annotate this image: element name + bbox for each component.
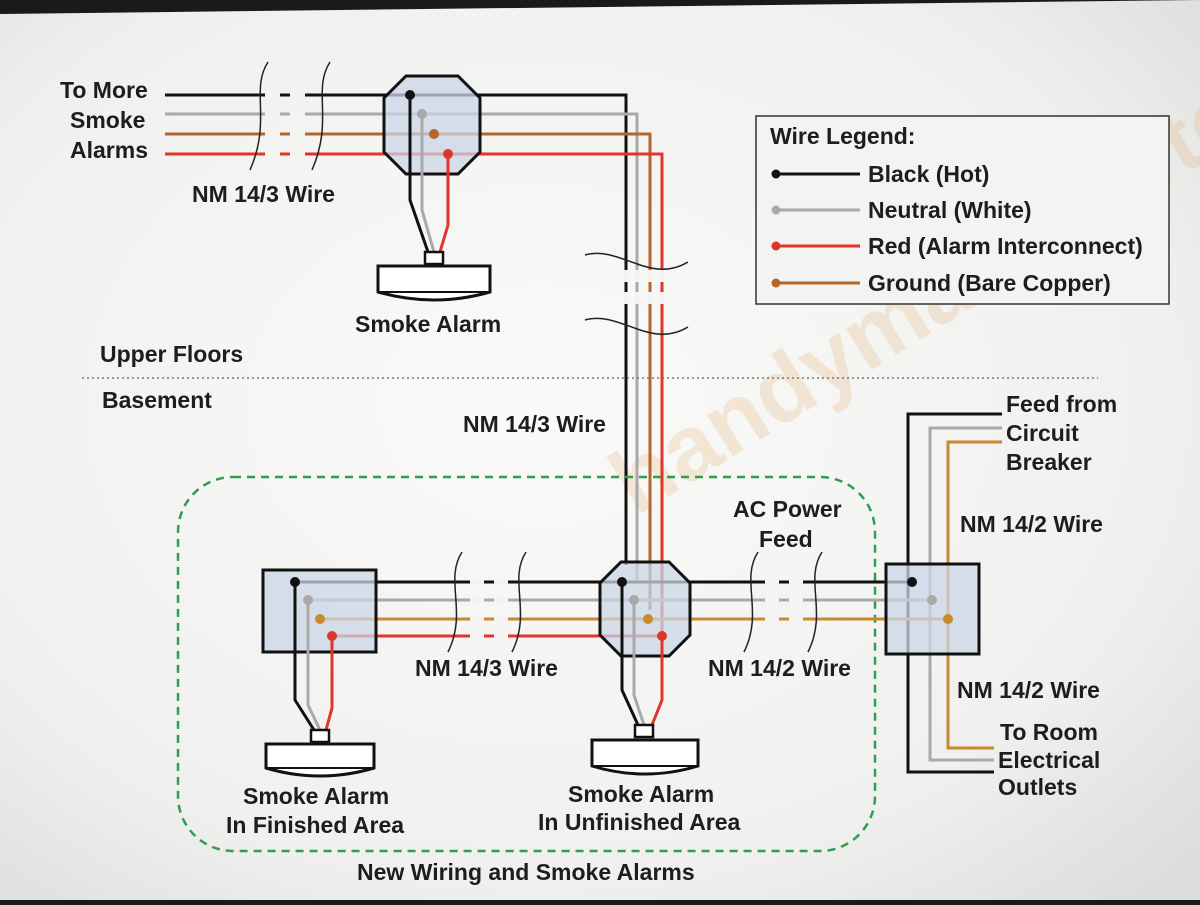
label-nm143-bottom: NM 14/3 Wire xyxy=(415,655,558,681)
wire-legend: Wire Legend: Black (Hot) Neutral (White)… xyxy=(755,115,1170,305)
label-nm142-middle: NM 14/2 Wire xyxy=(708,655,851,681)
label-alarm-unfinished-2: In Unfinished Area xyxy=(538,809,741,835)
label-nm143-top: NM 14/3 Wire xyxy=(192,181,335,207)
label-nm142-right-top: NM 14/2 Wire xyxy=(960,511,1103,537)
top-wire-gap xyxy=(265,93,305,156)
label-to-more-3: Alarms xyxy=(70,137,148,163)
basement-wire-gaps xyxy=(470,580,803,638)
vertical-wire-gap xyxy=(624,270,664,304)
break-marks-vertical xyxy=(584,252,689,335)
breaker-feed-box xyxy=(884,562,981,656)
unfinished-box-dots xyxy=(617,577,667,641)
label-to-room-1: To Room xyxy=(1000,719,1098,745)
label-alarm-finished-2: In Finished Area xyxy=(226,812,404,838)
label-nm142-right-bottom: NM 14/2 Wire xyxy=(957,677,1100,703)
label-new-wiring: New Wiring and Smoke Alarms xyxy=(357,859,695,885)
new-wiring-boundary xyxy=(176,475,877,853)
label-feed-3: Breaker xyxy=(1006,449,1092,475)
top-junction-box xyxy=(382,74,482,176)
top-alarm-drop-wires xyxy=(408,95,450,253)
label-to-more-2: Smoke xyxy=(70,107,145,133)
top-junction-dots xyxy=(405,90,453,159)
label-ac-1: AC Power xyxy=(733,496,842,522)
breaker-box-dots xyxy=(907,577,953,624)
legend-item-neutral: Neutral (White) xyxy=(868,197,1032,223)
smoke-alarm-top xyxy=(376,250,492,302)
label-to-room-2: Electrical xyxy=(998,747,1100,773)
label-upper-floors: Upper Floors xyxy=(100,341,243,367)
legend-title: Wire Legend: xyxy=(770,123,915,149)
label-feed-1: Feed from xyxy=(1006,391,1117,417)
label-to-more-1: To More xyxy=(60,77,148,103)
label-nm143-vertical: NM 14/3 Wire xyxy=(463,411,606,437)
smoke-alarm-finished xyxy=(264,728,376,778)
legend-item-hot: Black (Hot) xyxy=(868,161,989,187)
label-alarm-unfinished-1: Smoke Alarm xyxy=(568,781,714,807)
legend-item-red: Red (Alarm Interconnect) xyxy=(868,233,1143,259)
label-feed-2: Circuit xyxy=(1006,420,1079,446)
label-to-room-3: Outlets xyxy=(998,774,1077,800)
finished-alarm-drop-wires xyxy=(293,582,334,731)
label-alarm-finished-1: Smoke Alarm xyxy=(243,783,389,809)
finished-area-box xyxy=(261,568,378,654)
smoke-alarm-unfinished xyxy=(590,723,700,776)
finished-box-dots xyxy=(290,577,337,641)
break-marks-top xyxy=(249,61,331,171)
label-basement: Basement xyxy=(102,387,212,413)
break-marks-basement xyxy=(447,551,823,653)
label-ac-2: Feed xyxy=(759,526,813,552)
unfinished-alarm-drop-wires xyxy=(620,582,664,726)
legend-item-ground: Ground (Bare Copper) xyxy=(868,270,1111,296)
label-smoke-alarm-top: Smoke Alarm xyxy=(355,311,501,337)
unfinished-junction-box xyxy=(598,560,692,658)
